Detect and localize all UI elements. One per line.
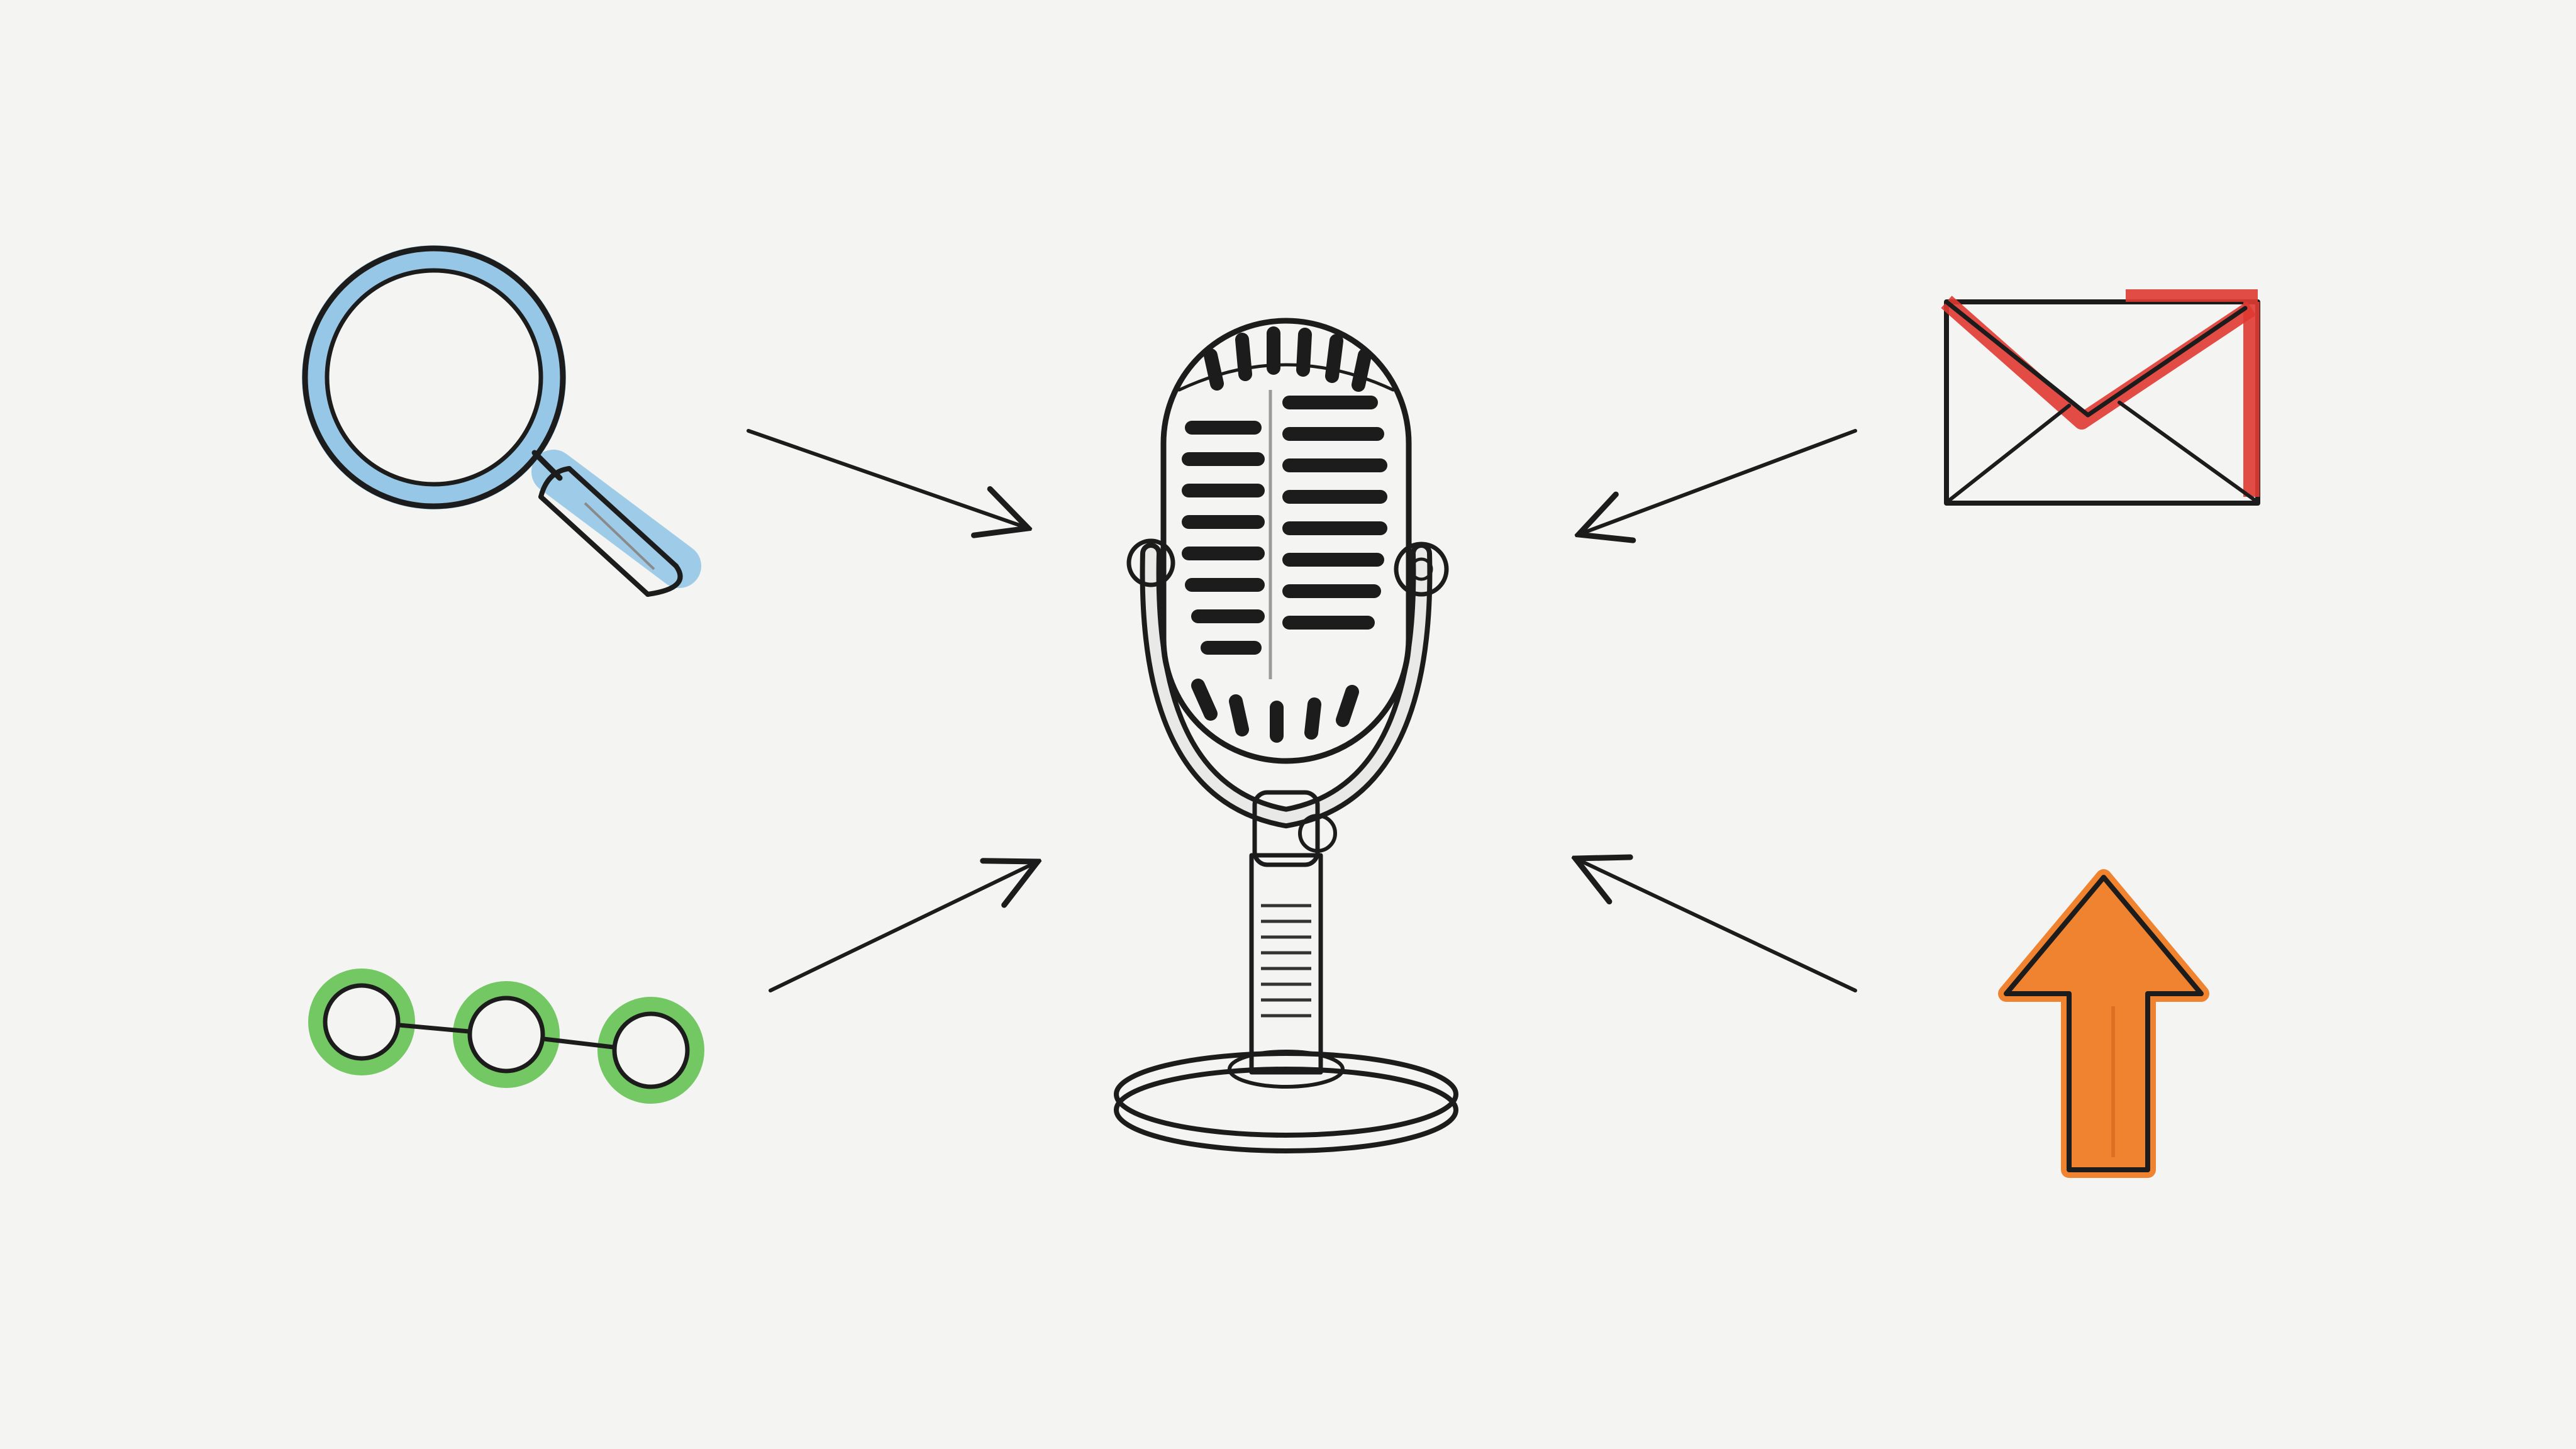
connector-network-to-mic (769, 862, 1038, 992)
connector-mail-to-mic (1579, 429, 1857, 535)
microphone-icon (1114, 318, 1458, 1153)
magnifying-glass-icon (302, 245, 701, 597)
connected-nodes-icon (308, 969, 704, 1104)
connector-upload-to-mic (1575, 858, 1857, 992)
mic-grip-lines (1261, 904, 1311, 1018)
envelope-icon (1941, 289, 2260, 506)
mic-grille (1182, 326, 1387, 743)
up-arrow-icon (1998, 869, 2209, 1178)
connector-search-to-mic (747, 429, 1028, 528)
